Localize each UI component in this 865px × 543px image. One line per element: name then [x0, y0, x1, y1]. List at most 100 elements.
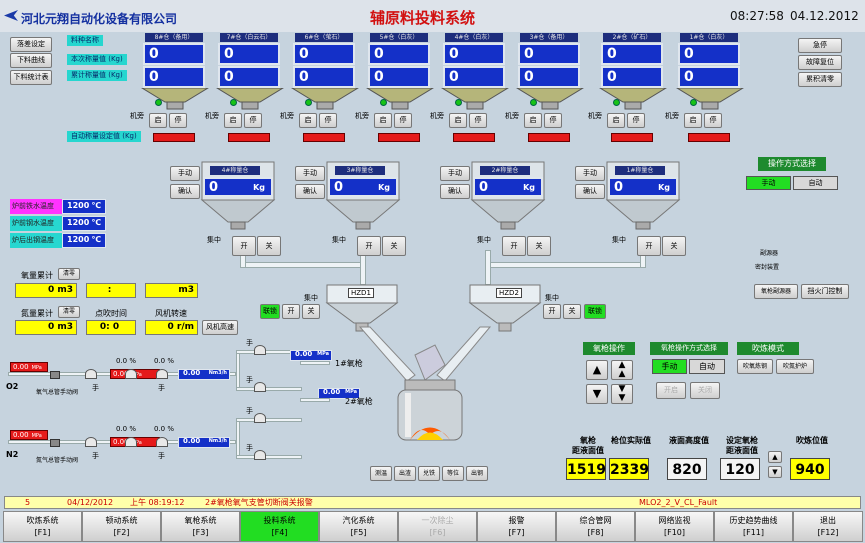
weigh-manual-button[interactable]: 手动 [440, 166, 470, 181]
lance-source-button[interactable]: 氧枪副源器 [754, 284, 798, 299]
hzd1-lock-button[interactable]: 联锁 [260, 304, 280, 319]
oxygen-clear-button[interactable]: 清零 [58, 268, 80, 280]
bin-stop-button[interactable]: 停 [169, 113, 187, 128]
bin-stop-button[interactable]: 停 [469, 113, 487, 128]
weigh-open-button[interactable]: 开 [357, 236, 381, 256]
converter-button[interactable]: 等位 [442, 466, 464, 481]
converter-button[interactable]: 出钢 [466, 466, 488, 481]
setpoint-down-button[interactable]: ▼ [768, 466, 782, 478]
fan-speed-value: 0 r/m [145, 320, 198, 335]
lance-fast-down-button[interactable]: ▼▼ [611, 384, 633, 404]
fkey-label: 顿动系统 [105, 516, 138, 525]
bin-stop-button[interactable]: 停 [627, 113, 645, 128]
fkey-9[interactable]: 网络监视[F10] [635, 511, 714, 542]
bin-stop-button[interactable]: 停 [394, 113, 412, 128]
bin-stop-button[interactable]: 停 [544, 113, 562, 128]
lance-pipe [300, 398, 330, 402]
fkey-2[interactable]: 顿动系统[F2] [82, 511, 161, 542]
weigh-center-label: 集中 [332, 236, 346, 244]
converter-button[interactable]: 出渣 [394, 466, 416, 481]
bin-funnel [291, 88, 359, 110]
bin-start-button[interactable]: 启 [149, 113, 167, 128]
drop-setting-button[interactable]: 落差设定 [10, 37, 52, 52]
bin-stop-button[interactable]: 停 [244, 113, 262, 128]
blow-oxygen-button[interactable]: 吹氧炼钢 [737, 359, 773, 374]
fire-door-button[interactable]: 挡火门控制 [801, 284, 849, 299]
hzd2-lock-button[interactable]: 联锁 [584, 304, 606, 319]
bin-label: 6#仓（萤石） [295, 33, 353, 42]
weigh-open-button[interactable]: 开 [637, 236, 661, 256]
gas-valve-icon [156, 437, 168, 447]
weigh-open-button[interactable]: 开 [232, 236, 256, 256]
weigh-confirm-button[interactable]: 确认 [295, 184, 325, 199]
hzd2-close-button[interactable]: 关 [563, 304, 581, 319]
fan-speed-label: 风机转速 [155, 309, 187, 318]
bin-start-button[interactable]: 启 [299, 113, 317, 128]
fkey-11[interactable]: 退出[F12] [793, 511, 863, 542]
emergency-stop-button[interactable]: 急停 [798, 38, 842, 53]
alarm-bar[interactable]: 5 04/12/2012 上午 08:19:12 2#氧枪氧气支管切断阀关报警 … [4, 496, 861, 509]
weigh-open-button[interactable]: 开 [502, 236, 526, 256]
weigh-manual-button[interactable]: 手动 [295, 166, 325, 181]
weigh-manual-button[interactable]: 手动 [575, 166, 605, 181]
total-clear-button[interactable]: 累积清零 [798, 72, 842, 87]
fkey-5[interactable]: 汽化系统[F5] [319, 511, 398, 542]
fkey-6[interactable]: 一次除尘[F6] [398, 511, 477, 542]
lance-fast-up-button[interactable]: ▲▲ [611, 360, 633, 380]
hzd1-close-button[interactable]: 关 [302, 304, 320, 319]
fan-high-speed-button[interactable]: 风机高速 [202, 320, 238, 335]
bin-start-button[interactable]: 启 [684, 113, 702, 128]
gas-valve-icon [125, 369, 137, 379]
setpoint-up-button[interactable]: ▲ [768, 451, 782, 463]
fkey-key: [F11] [742, 528, 765, 537]
weigh-close-button[interactable]: 关 [257, 236, 281, 256]
bin-start-button[interactable]: 启 [449, 113, 467, 128]
converter-button[interactable]: 兑铁 [418, 466, 440, 481]
weigh-close-button[interactable]: 关 [382, 236, 406, 256]
gas-pressure-2-value: 0.00 [113, 370, 129, 378]
fkey-7[interactable]: 报警[F7] [477, 511, 556, 542]
lance-label: 2#氧枪 [345, 397, 373, 406]
lance-mode-auto-button[interactable]: 自动 [689, 359, 725, 374]
bin-start-button[interactable]: 启 [224, 113, 242, 128]
op-mode-manual-button[interactable]: 手动 [746, 176, 791, 190]
bin-start-button[interactable]: 启 [374, 113, 392, 128]
weigh-confirm-button[interactable]: 确认 [170, 184, 200, 199]
bin-stop-button[interactable]: 停 [704, 113, 722, 128]
lance-up-button[interactable]: ▲ [586, 360, 608, 380]
fkey-1[interactable]: 吹炼系统[F1] [3, 511, 82, 542]
lance-close-button[interactable]: 关闭 [690, 382, 720, 399]
feed-curve-button[interactable]: 下料曲线 [10, 53, 52, 68]
feed-stats-button[interactable]: 下料统计表 [10, 70, 52, 85]
hzd2-open-button[interactable]: 开 [543, 304, 561, 319]
nitrogen-clear-button[interactable]: 清零 [58, 306, 80, 318]
oxygen-mid-value: : [86, 283, 136, 298]
weigh-close-button[interactable]: 关 [662, 236, 686, 256]
readout-label: 枪位实际值 [611, 436, 651, 445]
blow-nitrogen-button[interactable]: 吹氮护炉 [776, 359, 814, 374]
converter-button[interactable]: 测温 [370, 466, 392, 481]
bin-start-button[interactable]: 启 [607, 113, 625, 128]
weigh-manual-button[interactable]: 手动 [170, 166, 200, 181]
fault-reset-button[interactable]: 故障复位 [798, 55, 842, 70]
fkey-3[interactable]: 氧枪系统[F3] [161, 511, 240, 542]
weigh-confirm-button[interactable]: 确认 [575, 184, 605, 199]
fkey-4[interactable]: 投料系统[F4] [240, 511, 319, 542]
lance-down-button[interactable]: ▼ [586, 384, 608, 404]
gas-branch-pipe [236, 418, 240, 458]
fkey-8[interactable]: 综合管网[F8] [556, 511, 635, 542]
gas-valve-icon [50, 439, 60, 447]
bin-total-weight: 0 [443, 66, 505, 88]
lance-mode-manual-button[interactable]: 手动 [652, 359, 687, 374]
bin-stop-button[interactable]: 停 [319, 113, 337, 128]
lance-open-button[interactable]: 开启 [656, 382, 686, 399]
weigh-close-button[interactable]: 关 [527, 236, 551, 256]
fkey-key: [F7] [508, 528, 525, 537]
readout-label: 设定氧枪 距液面值 [726, 436, 758, 455]
weigh-confirm-button[interactable]: 确认 [440, 184, 470, 199]
op-mode-auto-button[interactable]: 自动 [793, 176, 838, 190]
bin-start-button[interactable]: 启 [524, 113, 542, 128]
temp-unit: ℃ [91, 235, 101, 244]
fkey-10[interactable]: 历史趋势曲线[F11] [714, 511, 793, 542]
hzd1-open-button[interactable]: 开 [282, 304, 300, 319]
